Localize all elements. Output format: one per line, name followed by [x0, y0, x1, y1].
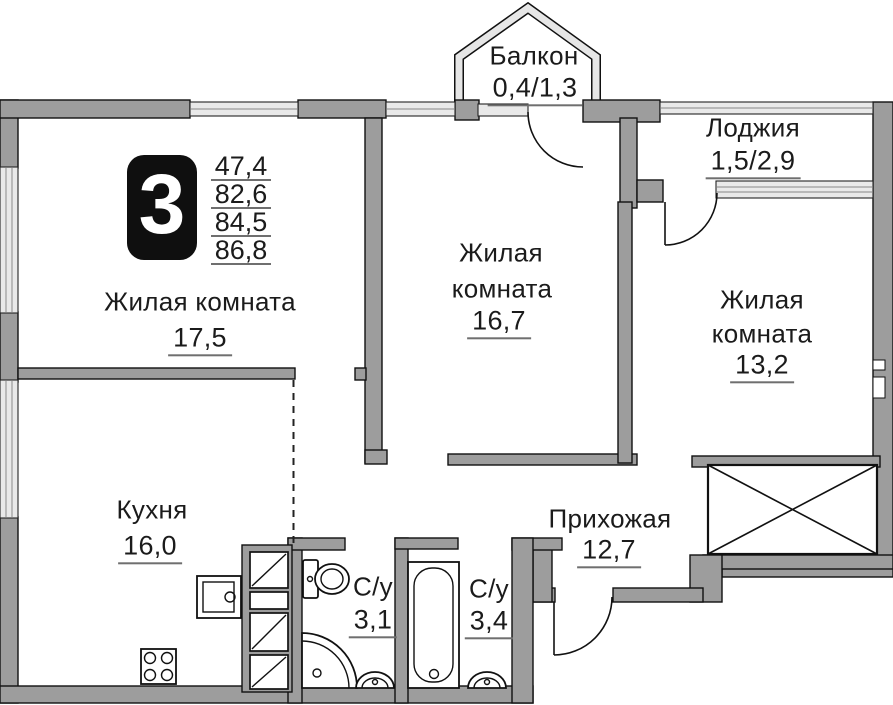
- bathtub-icon: [407, 561, 460, 689]
- bathroom1-sink-icon: [355, 671, 395, 689]
- kitchen-sink-icon: [196, 575, 242, 619]
- hallway-label: Прихожая: [548, 503, 672, 534]
- entrance-door-arc: [553, 596, 613, 656]
- bathroom-1-label: С/у: [353, 571, 393, 602]
- kitchen-area: 16,0: [118, 529, 182, 565]
- living-room-2-area: 16,7: [467, 304, 531, 340]
- living-room-1-area: 17,5: [168, 321, 232, 357]
- loggia-door-arc: [664, 192, 718, 246]
- stove-icon: [140, 648, 177, 685]
- hallway-area: 12,7: [577, 533, 641, 569]
- area-value-2: 82,6: [204, 181, 278, 209]
- area-value-1: 47,4: [204, 153, 278, 181]
- living-room-3-label-line1: Жилая: [720, 284, 804, 315]
- wardrobe-box: [706, 463, 879, 556]
- loggia-area: 1,5/2,9: [705, 144, 801, 180]
- exterior-walls: [0, 99, 893, 704]
- bathroom-1-area: 3,1: [348, 603, 398, 639]
- shower-icon: [301, 632, 358, 689]
- apartment-area-values: 47,4 82,6 84,5 86,8: [204, 153, 278, 265]
- wall-notch-1: [872, 359, 886, 371]
- balcony-walls: [454, 1, 601, 104]
- window-left-lower: [0, 379, 19, 519]
- living-room-3-label-line2: комната: [711, 318, 813, 349]
- loggia-label: Лоджия: [706, 112, 800, 143]
- area-value-3: 84,5: [204, 209, 278, 237]
- bathroom2-sink-icon: [467, 671, 507, 689]
- area-value-4: 86,8: [204, 237, 278, 265]
- balcony-door-arc: [527, 111, 584, 168]
- doors: [527, 111, 718, 656]
- balcony-door-sill: [477, 103, 529, 117]
- living-room-2-label-line2: комната: [451, 273, 553, 304]
- windows: [0, 101, 886, 519]
- balcony-label: Балкон: [489, 40, 579, 71]
- kitchen-label: Кухня: [116, 494, 188, 525]
- bathroom-2-area: 3,4: [464, 604, 514, 640]
- living-room-3-area: 13,2: [730, 348, 794, 384]
- loggia-inner-window: [715, 180, 874, 199]
- rooms-count-badge: 3: [127, 155, 197, 260]
- kitchen-cabinets-icon: [249, 551, 289, 690]
- window-left-upper: [0, 166, 19, 314]
- living-room-2-label-line1: Жилая: [459, 237, 543, 268]
- toilet-icon: [302, 559, 350, 599]
- bathroom-2-label: С/у: [469, 573, 509, 604]
- living-room-1-label: Жилая комната: [104, 286, 296, 317]
- wall-notch-2: [872, 376, 886, 399]
- balcony-area: 0,4/1,3: [487, 71, 583, 107]
